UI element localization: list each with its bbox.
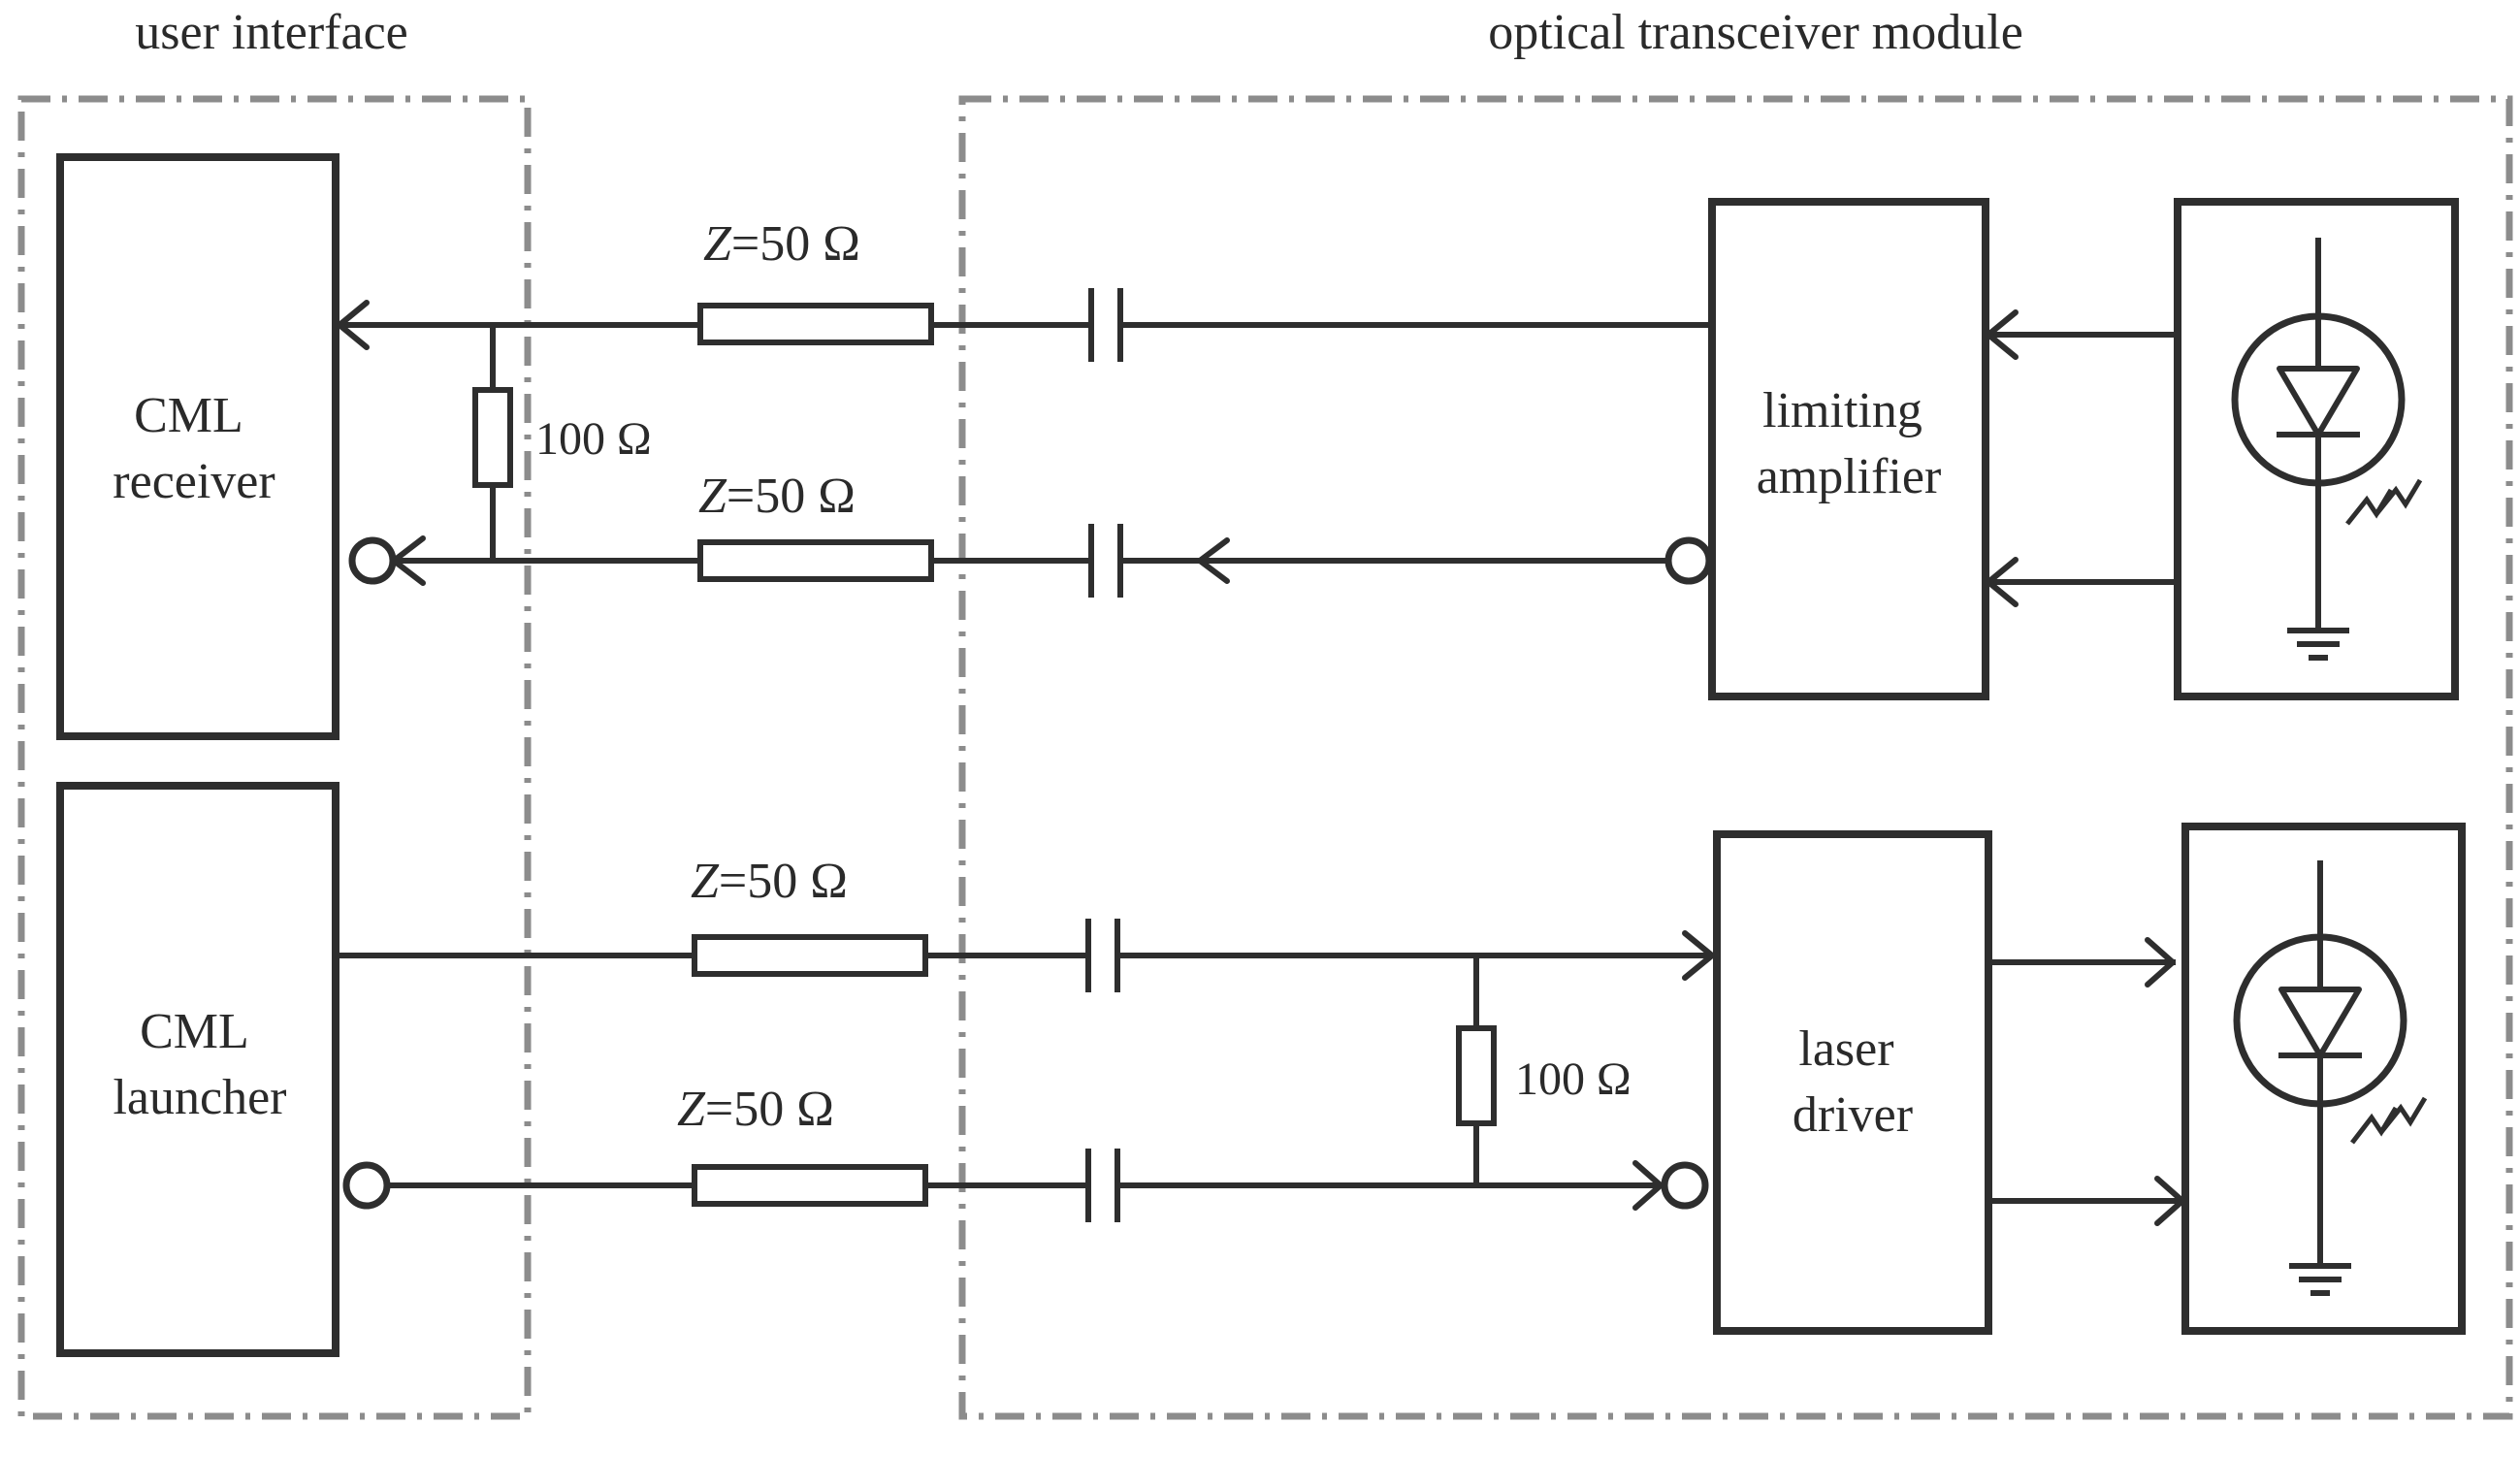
tx-impedance-label-negative: Z=50 Ω — [677, 1082, 834, 1137]
emitted-light-icon — [2350, 1096, 2428, 1145]
photodiode-block — [2174, 198, 2459, 700]
limiting-amplifier-block — [1708, 198, 1989, 700]
tx-invert-bubble-launcher — [342, 1161, 391, 1210]
tx-resistor-negative — [692, 1164, 928, 1207]
tx-termination-resistor — [1456, 1025, 1497, 1126]
tx-impedance-label-positive: Z=50 Ω — [691, 854, 848, 909]
rx-arrow-midline — [1197, 537, 1230, 584]
tx-termination-label: 100 Ω — [1515, 1053, 1632, 1105]
tx-invert-bubble-driver — [1661, 1161, 1709, 1210]
laser-driver-block — [1713, 830, 1992, 1335]
rx-termination-label: 100 Ω — [535, 413, 652, 465]
incoming-light-icon — [2345, 478, 2423, 526]
user-interface-region — [17, 95, 532, 1420]
cml-launcher-label: CML launcher — [113, 1004, 286, 1125]
rx-impedance-label-negative: Z=50 Ω — [698, 469, 856, 524]
receive-path: 100 Ω Z=50 Ω Z=50 Ω — [337, 216, 2181, 607]
tx-resistor-positive — [692, 934, 928, 977]
rx-resistor-negative — [697, 539, 934, 582]
laser-diode-block — [2181, 823, 2466, 1335]
cml-receiver-label: CML receiver — [113, 388, 275, 509]
ground-icon-laser — [2289, 1263, 2351, 1296]
tx-arrow-negative — [1632, 1160, 1664, 1211]
rx-invert-bubble-amplifier — [1664, 536, 1713, 585]
user-interface-title: user interface — [135, 5, 407, 60]
transmit-path: 100 Ω Z=50 Ω Z=50 Ω — [337, 854, 2185, 1226]
cml-launcher-block — [56, 782, 339, 1357]
rx-termination-resistor — [472, 387, 513, 488]
tx-arrow-positive — [1682, 930, 1715, 981]
rx-resistor-positive — [697, 303, 934, 345]
ld-arrow-upper — [2145, 937, 2176, 988]
laser-driver-label: laser driver — [1793, 1021, 1913, 1143]
rx-impedance-label-positive: Z=50 Ω — [703, 216, 860, 272]
ground-icon — [2287, 628, 2349, 661]
rx-invert-bubble-receiver — [348, 536, 397, 585]
limiting-amplifier-label: limiting amplifier — [1757, 383, 1942, 504]
cml-receiver-block — [56, 153, 339, 740]
optical-module-title: optical transceiver module — [1488, 5, 2023, 60]
